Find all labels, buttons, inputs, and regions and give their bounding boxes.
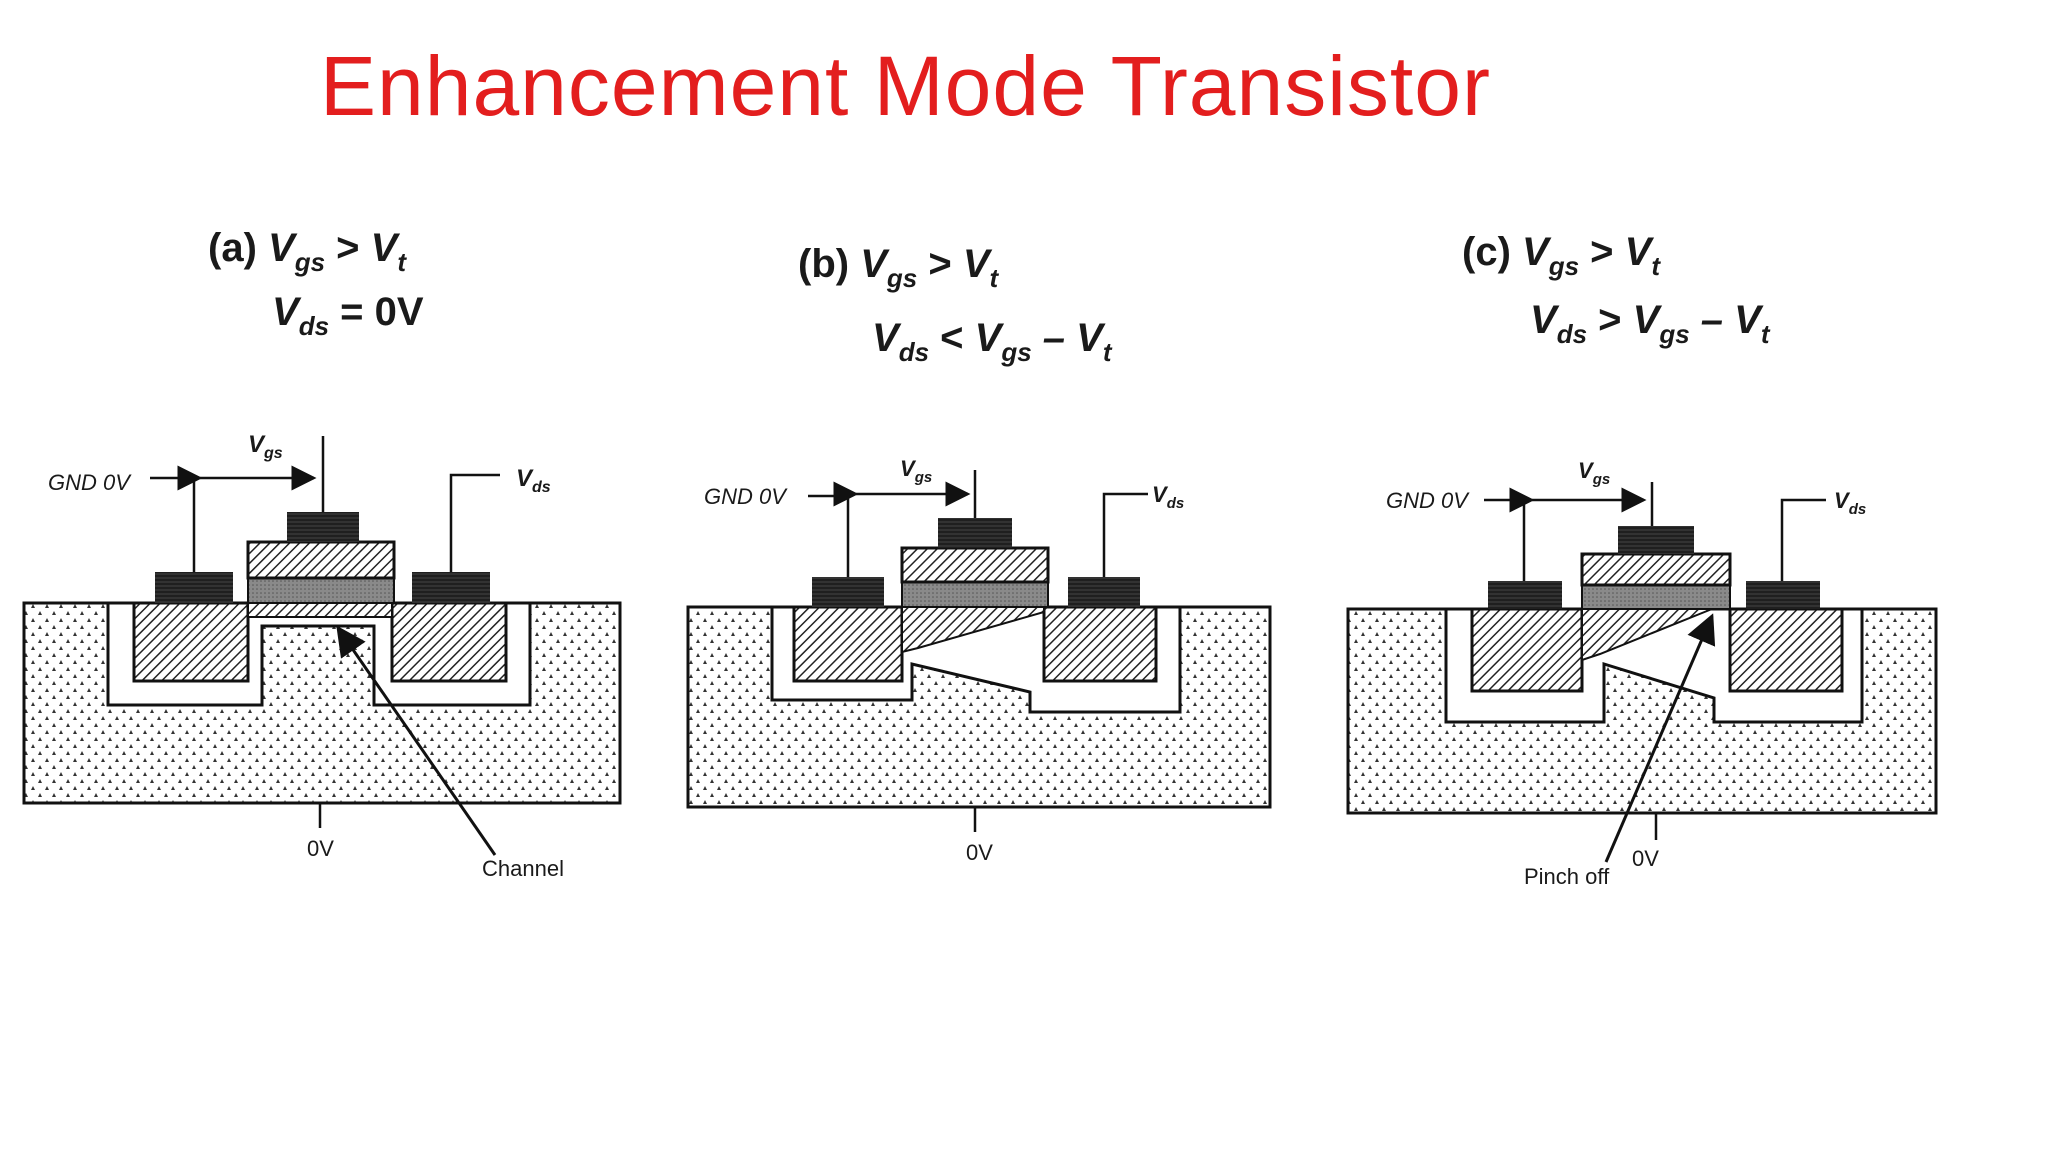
drain-diffusion — [1728, 607, 1844, 693]
op: > — [1598, 298, 1622, 342]
vgs-sub: gs — [1659, 319, 1690, 349]
zero-volt-label: 0V — [966, 840, 993, 865]
source-wire — [808, 494, 850, 577]
condition-b: (b) Vgs > Vt — [798, 244, 998, 291]
source-diffusion — [792, 605, 904, 683]
panel-a: GND 0V Vgs Vds 0V Channel — [22, 431, 622, 881]
gate-contact — [287, 512, 359, 542]
tag-a: (a) — [208, 226, 257, 270]
source-contact — [812, 577, 884, 607]
vgs-label: Vgs — [900, 456, 932, 486]
vgs-symbol: V — [974, 316, 1002, 360]
pinch-off-label: Pinch off — [1524, 864, 1610, 889]
panel-b: GND 0V Vgs Vds 0V — [686, 456, 1272, 865]
source-wire — [1484, 498, 1526, 581]
vt-sub: t — [397, 247, 407, 277]
channel-pointer-arrow — [336, 625, 497, 856]
drain-contact — [1746, 581, 1820, 609]
vgs-symbol: V — [860, 242, 887, 286]
vgs-label: Vgs — [1578, 458, 1610, 488]
gate-contact — [1618, 526, 1694, 554]
gnd-label: GND 0V — [704, 484, 788, 509]
op: > — [928, 242, 952, 286]
zero-volt-label: 0V — [307, 836, 334, 861]
vt-symbol: V — [1624, 230, 1652, 274]
condition-a: (a) Vgs > Vt — [208, 228, 406, 275]
gate-contact — [938, 518, 1012, 548]
pinch-off-pointer-arrow — [1604, 613, 1716, 863]
gate-oxide — [247, 577, 395, 604]
gate-poly — [900, 546, 1050, 584]
vds-label: Vds — [516, 465, 551, 496]
vds-sub: ds — [298, 311, 330, 341]
channel — [247, 602, 393, 618]
gnd-label: GND 0V — [1386, 488, 1470, 513]
op: > — [1590, 230, 1614, 274]
gate-oxide — [1581, 584, 1731, 610]
minus-vt: – V — [1042, 316, 1103, 360]
source-diffusion — [1470, 607, 1584, 693]
op: = — [340, 290, 364, 334]
vt-sub: t — [1651, 251, 1661, 281]
condition-c-line2: Vds > Vgs – Vt — [1530, 300, 1770, 347]
vgs-symbol: V — [1522, 230, 1549, 274]
source-contact — [155, 572, 233, 603]
channel-label: Channel — [482, 856, 564, 881]
source-diffusion — [132, 601, 250, 683]
tag-c: (c) — [1462, 230, 1511, 274]
vgs-symbol: V — [268, 226, 295, 270]
gnd-label: GND 0V — [48, 470, 132, 495]
gate-poly — [1580, 552, 1732, 587]
vds-label: Vds — [1834, 488, 1866, 518]
vgs-label: Vgs — [248, 431, 283, 462]
drain-diffusion — [390, 601, 508, 683]
vt-sub: t — [1760, 319, 1770, 349]
vds-symbol: V — [272, 290, 299, 334]
vt-symbol: V — [370, 226, 398, 270]
zero-volt-label: 0V — [1632, 846, 1659, 871]
vgs-symbol: V — [1632, 298, 1660, 342]
condition-c: (c) Vgs > Vt — [1462, 232, 1660, 279]
vt-sub: t — [1102, 337, 1112, 367]
panel-c: GND 0V Vgs Vds 0V Pinch off — [1346, 458, 1938, 889]
vds-symbol: V — [872, 316, 899, 360]
vds-symbol: V — [1530, 298, 1557, 342]
condition-b-line2: Vds < Vgs – Vt — [872, 318, 1112, 365]
vds-sub: ds — [1556, 319, 1588, 349]
source-contact — [1488, 581, 1562, 609]
drain-diffusion — [1042, 605, 1158, 683]
vgs-sub: gs — [886, 263, 918, 293]
drain-wire — [1102, 492, 1148, 577]
minus-vt: – V — [1700, 298, 1761, 342]
gate-poly — [246, 540, 396, 580]
vt-symbol: V — [962, 242, 990, 286]
source-wire — [150, 476, 196, 572]
drain-wire — [1780, 498, 1826, 581]
vds-label: Vds — [1152, 482, 1184, 512]
tag-b: (b) — [798, 242, 850, 286]
condition-a-line2: Vds = 0V — [272, 292, 424, 339]
drain-wire — [449, 473, 500, 572]
slide-title: Enhancement Mode Transistor — [320, 39, 1491, 133]
gate-oxide — [901, 581, 1049, 608]
op: > — [336, 226, 360, 270]
drain-contact — [1068, 577, 1140, 607]
vgs-sub: gs — [1001, 337, 1032, 367]
vt-sub: t — [989, 263, 999, 293]
op: < — [940, 316, 964, 360]
vgs-sub: gs — [1548, 251, 1580, 281]
vgs-sub: gs — [294, 247, 326, 277]
vds-sub: ds — [898, 337, 930, 367]
zero-volt: 0V — [374, 290, 424, 334]
drain-contact — [412, 572, 490, 603]
